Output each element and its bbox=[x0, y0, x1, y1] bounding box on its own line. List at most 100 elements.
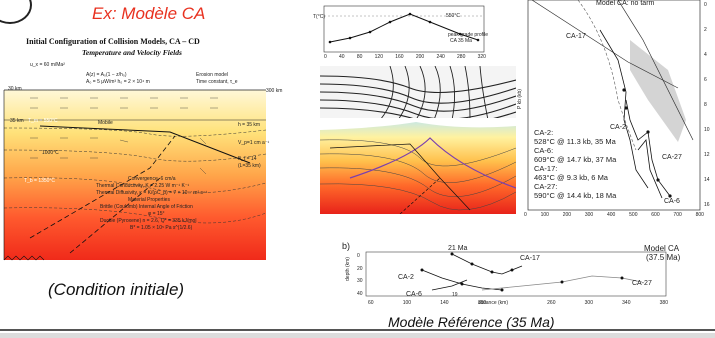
legend-ca6-detail: 609°C @ 14.7 kb, 37 Ma bbox=[534, 155, 617, 164]
y-tick: 6 bbox=[704, 77, 707, 83]
t550-middle-label: 550°C bbox=[446, 13, 460, 19]
x-tick: 600 bbox=[651, 212, 660, 218]
time-constant-label: Time constant, τ_e bbox=[196, 79, 238, 85]
y-tick: 10 bbox=[704, 127, 710, 133]
temp-axis-label: T(°C) bbox=[313, 14, 325, 20]
corner-circle-badge bbox=[0, 0, 32, 24]
mobile-label: Mobile bbox=[98, 120, 113, 126]
b-x-ticks: 60 100 140 180 0 260 300 340 380 bbox=[368, 300, 668, 306]
bottom-band bbox=[0, 333, 715, 338]
ma21-label: 21 Ma bbox=[448, 245, 468, 252]
pt-y-ticks: 0 2 4 6 8 10 12 14 16 bbox=[704, 2, 710, 208]
material-label: Material Properties bbox=[128, 197, 170, 203]
y-tick: 14 bbox=[704, 177, 710, 183]
y-tick: 12 bbox=[704, 152, 710, 158]
pt-x-ticks: 0 100 200 300 400 500 600 700 800 bbox=[524, 212, 704, 218]
ca17-path-label: CA-17 bbox=[566, 33, 586, 40]
ma19-label: 19 bbox=[452, 292, 458, 298]
pt-legend: CA-2: 528°C @ 11.3 kb, 35 Ma CA-6: 609°C… bbox=[534, 128, 654, 200]
t1000-label: 1000°C bbox=[42, 150, 59, 156]
x-tick: 300 bbox=[584, 300, 593, 306]
x-tick: 500 bbox=[629, 212, 638, 218]
x-tick: 260 bbox=[547, 300, 556, 306]
conductivity-label: Thermal Conductivity, K = 2.25 W m⁻¹ K⁻¹ bbox=[96, 183, 190, 189]
y-tick: 2 bbox=[704, 27, 707, 33]
ca-35ma-label: CA 35 Ma bbox=[450, 38, 472, 44]
legend-ca6-name: CA-6: bbox=[534, 146, 554, 155]
b-y-ticks: 0 20 30 40 bbox=[357, 253, 363, 297]
distance-axis-label: distance (km) bbox=[478, 300, 509, 306]
ca27-path-label: CA-27 bbox=[662, 154, 682, 161]
x-tick: 80 bbox=[356, 54, 363, 60]
convergence-label: Convergence, 6 cm/a bbox=[128, 176, 176, 182]
ductile-label: Ductile (Pyroxene) n = 2.6, Q* = 335 kJ/… bbox=[100, 218, 197, 224]
thermal-cross-section bbox=[320, 118, 516, 214]
h-35km-label: h = 35 km bbox=[238, 122, 261, 128]
pressure-axis-label: P kb (kb) bbox=[516, 89, 523, 109]
figure-subtitle: Temperature and Velocity Fields bbox=[82, 48, 182, 57]
l35-label: (L=35 km) bbox=[238, 163, 261, 169]
x-tick: 200 bbox=[562, 212, 572, 218]
x-tick: 180 bbox=[477, 300, 487, 306]
depth-distance-plot bbox=[365, 251, 667, 297]
y-tick: 4 bbox=[704, 52, 707, 58]
legend-ca27-detail: 590°C @ 14.4 kb, 18 Ma bbox=[534, 191, 617, 200]
y-tick: 0 bbox=[704, 2, 707, 8]
peak-grade-label: peak grade profile bbox=[448, 32, 489, 38]
heat-production-label: A(z) = A₀(1 − z/h₀) bbox=[86, 72, 127, 78]
ft-label: F_t = 14 bbox=[238, 156, 257, 162]
depth-axis-label: depth (km) bbox=[344, 257, 351, 281]
y-tick: 30 bbox=[357, 278, 363, 285]
y-tick: 0 bbox=[357, 253, 360, 259]
model-ca-label: Model CA bbox=[644, 244, 680, 253]
b-ca6-label: CA-6 bbox=[406, 291, 422, 298]
ca6-path-label: CA-6 bbox=[664, 198, 680, 205]
surface-velocity-label: u_x = 60 m/Ma² bbox=[30, 62, 65, 68]
middle-x-ticks: 0 40 80 120 160 200 240 280 320 bbox=[324, 54, 486, 60]
x-tick: 100 bbox=[540, 212, 549, 218]
depth-35km-label: 35 km bbox=[10, 118, 24, 124]
y-tick: 40 bbox=[357, 290, 363, 297]
y-tick: 20 bbox=[357, 265, 363, 272]
x-tick: 300 bbox=[584, 212, 594, 218]
x-tick: 340 bbox=[622, 300, 631, 306]
x-tick: 400 bbox=[607, 212, 616, 218]
no-tarm-note: Model CA: no tarm bbox=[596, 0, 655, 7]
y-tick: 8 bbox=[704, 102, 707, 108]
legend-ca2-detail: 528°C @ 11.3 kb, 35 Ma bbox=[534, 137, 616, 146]
initial-configuration-diagram bbox=[3, 89, 267, 261]
panel-b-label: b) bbox=[342, 241, 351, 251]
x-tick: 140 bbox=[440, 300, 449, 306]
phi-label: φ = 15° bbox=[148, 211, 165, 217]
thermal-field bbox=[4, 90, 266, 260]
y-tick: 16 bbox=[704, 202, 710, 208]
initial-condition-caption: (Condition initiale) bbox=[48, 280, 185, 299]
x-tick: 40 bbox=[339, 54, 345, 60]
example-title: Ex: Modèle CA bbox=[92, 4, 206, 23]
x-tick: 100 bbox=[402, 300, 412, 306]
figure-title: Initial Configuration of Collision Model… bbox=[26, 37, 200, 46]
x-tick: 700 bbox=[673, 212, 682, 218]
b-star-label: B* = 1.05 × 10⁵ Pa s^(1/2.6) bbox=[130, 225, 193, 231]
legend-ca17-detail: 463°C @ 9.3 kb, 6 Ma bbox=[534, 173, 608, 182]
x-tick: 320 bbox=[477, 54, 486, 60]
a0-label: A₀ = 5 μW/m³ h₀ = 2 × 10⁴ m bbox=[86, 79, 150, 85]
x-tick: 120 bbox=[374, 54, 383, 60]
t550-label: T_m = 550°C bbox=[28, 118, 58, 124]
x-tick: 240 bbox=[436, 54, 445, 60]
b-ca27-label: CA-27 bbox=[632, 280, 652, 287]
bottom-divider bbox=[0, 329, 715, 331]
x-tick: 200 bbox=[415, 54, 425, 60]
model-time-label: (37.5 Ma) bbox=[646, 253, 681, 262]
b-ca2-label: CA-2 bbox=[398, 274, 414, 281]
x-tick: 0 bbox=[324, 54, 327, 60]
x-tick: 160 bbox=[395, 54, 404, 60]
diffusivity-label: Thermal Diffusivity, κ = K/(ρC_p) = 7 × … bbox=[96, 190, 208, 196]
legend-ca2-name: CA-2: bbox=[534, 128, 554, 137]
x-tick: 280 bbox=[457, 54, 466, 60]
x-tick: 60 bbox=[368, 300, 374, 306]
width-300km-label: 300 km bbox=[266, 88, 283, 94]
pt-path-diagram bbox=[527, 0, 701, 211]
ca2-path-label: CA-2 bbox=[610, 124, 626, 131]
legend-ca27-name: CA-27: bbox=[534, 182, 558, 191]
